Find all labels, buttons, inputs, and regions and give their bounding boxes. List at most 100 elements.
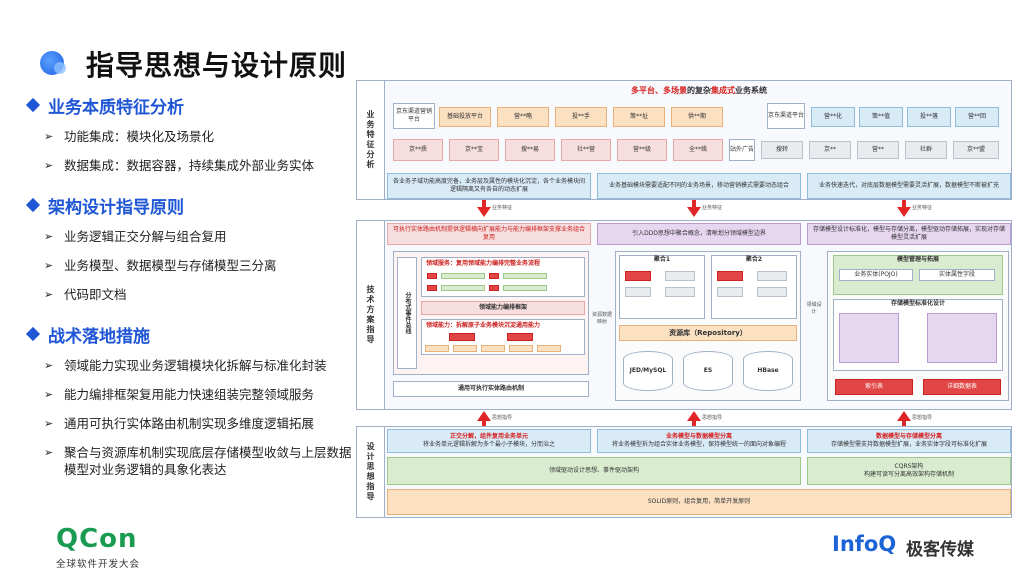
- band-business-analysis: 业务特征分析 多平台、多场景的复杂集成式业务系统 京东渠道营销平台 基础投放平台…: [356, 80, 1012, 200]
- section-heading-tactics: 战术落地措施: [24, 321, 354, 347]
- platform-label: 京东渠道营销平台: [393, 103, 435, 129]
- flow-node: [503, 285, 547, 291]
- flow-node: [441, 273, 485, 279]
- arrow-up-icon: [687, 411, 701, 421]
- arrow-icon: ➢: [44, 230, 54, 243]
- arrow-icon: ➢: [44, 159, 54, 172]
- side-label: 领域设计: [806, 302, 822, 315]
- platform-label: 京东渠道平台: [767, 103, 805, 129]
- platform-box: 投**手: [555, 107, 607, 127]
- list-item: ➢业务逻辑正交分解与组合复用: [44, 229, 227, 244]
- arrow-icon: ➢: [44, 388, 54, 401]
- capability-node: [425, 345, 449, 352]
- band-label: 设计思想指导: [357, 427, 385, 517]
- arrow-up-icon: [902, 420, 906, 426]
- channel-box: 京**宝: [449, 139, 499, 161]
- channel-box: 京**盟: [953, 141, 999, 159]
- arrow-up-icon: [692, 420, 696, 426]
- flow-node: [427, 285, 437, 291]
- aggregate-node: [757, 287, 787, 297]
- arrow-label: 业务特征: [702, 205, 723, 211]
- aggregate-node: [625, 271, 651, 281]
- store-hbase: HBase: [743, 351, 793, 391]
- platform-box: 营**回: [955, 107, 999, 127]
- event-bus: 分布式事件总线: [397, 257, 417, 369]
- section-heading-architecture: 架构设计指导原则: [24, 192, 354, 218]
- side-label: 资源数据映射: [591, 312, 612, 325]
- platform-box: 营**略: [497, 107, 549, 127]
- repository: 资源库（Repository）: [619, 325, 797, 341]
- arrow-icon: ➢: [44, 417, 54, 430]
- arrow-down-icon: [482, 200, 486, 208]
- list-item: ➢业务模型、数据模型与存储模型三分离: [44, 258, 277, 273]
- architecture-diagram: 业务特征分析 多平台、多场景的复杂集成式业务系统 京东渠道营销平台 基础投放平台…: [356, 80, 1012, 520]
- platform-box: 基础投放平台: [439, 107, 491, 127]
- channel-box: 营**: [857, 141, 899, 159]
- store-es: ES: [683, 351, 733, 391]
- entity-fields: 实体属性字段: [919, 269, 995, 281]
- arrow-up-icon: [477, 411, 491, 421]
- band-label: 技术方案指导: [357, 221, 385, 409]
- list-item: ➢聚合与资源库机制实现底层存储模型收敛与上层数据模型对业务逻辑的具象化表达: [44, 445, 352, 477]
- channel-box: 全**络: [673, 139, 723, 161]
- arrow-label: 思想指导: [912, 415, 933, 421]
- capability-node: [453, 345, 477, 352]
- platform-box: 策**址: [613, 107, 665, 127]
- band-label: 业务特征分析: [357, 81, 385, 199]
- platform-box: 营**化: [811, 107, 855, 127]
- capability-node: [449, 333, 475, 341]
- list-item: ➢代码即文档: [44, 287, 127, 302]
- principle-box: 引入DDD思想中聚合概念，清晰划分领域模型边界: [597, 223, 801, 245]
- channel-box: 京**质: [393, 139, 443, 161]
- arrow-up-icon: [897, 411, 911, 421]
- title-bullet-accent-icon: [54, 62, 66, 74]
- flow-node: [489, 285, 499, 291]
- channel-box: 社群: [905, 141, 947, 159]
- page-title: 指导思想与设计原则: [86, 49, 348, 82]
- qcon-logo: QCon: [56, 524, 138, 554]
- channel-box: 京**: [809, 141, 851, 159]
- arrow-label: 思想指导: [492, 415, 513, 421]
- capability-node: [507, 333, 533, 341]
- foundation-ddd: 领域驱动设计思想、事件驱动架构: [387, 457, 801, 485]
- flow-node: [427, 273, 437, 279]
- channel-label: 站外广告: [729, 139, 755, 161]
- channel-box: 社**营: [561, 139, 611, 161]
- guide-box: 数据模型与存储模型分离存储模型需支持数据模型扩展，业务实体字段可标准化扩展: [807, 429, 1011, 453]
- arrow-up-icon: [482, 420, 486, 426]
- arrow-down-icon: [897, 207, 911, 217]
- platform-box: 策**值: [859, 107, 903, 127]
- list-item: ➢通用可执行实体路由机制实现多维度逻辑拓展: [44, 416, 315, 431]
- arrow-label: 思想指导: [702, 415, 723, 421]
- aggregate-node: [717, 287, 743, 297]
- orchestration-framework: 领域能力编排框架: [421, 301, 585, 315]
- flow-node: [503, 273, 547, 279]
- foundation-cqrs: CQRS架构构建可读写分离高效架构存储机制: [807, 457, 1011, 485]
- capability-node: [509, 345, 533, 352]
- arrow-icon: ➢: [44, 359, 54, 372]
- principles-list: 业务本质特征分析 ➢功能集成：模块化及场景化 ➢数据集成：数据容器，持续集成外部…: [24, 92, 354, 490]
- band1-title: 多平台、多场景的复杂集成式业务系统: [631, 86, 767, 95]
- qcon-subtitle: 全球软件开发大会: [56, 559, 141, 570]
- guide-box: 正交分解，组件复用业务单元将业务单元逻辑拆解为多个最小子模块，分而治之: [387, 429, 591, 453]
- arrow-icon: ➢: [44, 259, 54, 272]
- diamond-icon: [25, 97, 41, 113]
- band-design-guidance: 设计思想指导 正交分解，组件复用业务单元将业务单元逻辑拆解为多个最小子模块，分而…: [356, 426, 1012, 518]
- infoq-brand: 极客传媒: [906, 540, 974, 560]
- flow-node: [489, 273, 499, 279]
- channel-box: 搜转: [761, 141, 803, 159]
- index-table: 索引表: [835, 379, 913, 395]
- analysis-box: 业务基础模块需要适配不同的业务场景，移动营销模式需要动态组合: [597, 173, 801, 199]
- list-item: ➢功能集成：模块化及场景化: [44, 129, 215, 144]
- guide-box: 业务模型与数据模型分离将业务模型拆为组合实体业务模型，保持模型统一的面向对象编程: [597, 429, 801, 453]
- band-technical-guidance: 技术方案指导 可执行实体路由机制提供逻辑横向扩展能力与能力编排框架支撑业务组合复…: [356, 220, 1012, 410]
- entity-pojo: 业务实体(POJO): [839, 269, 913, 281]
- aggregate-node: [665, 271, 695, 281]
- section-heading-business: 业务本质特征分析: [24, 92, 354, 118]
- arrow-label: 业务特征: [912, 205, 933, 211]
- arrow-icon: ➢: [44, 130, 54, 143]
- list-item: ➢能力编排框架复用能力快速组装完整领域服务: [44, 387, 315, 402]
- channel-box: 营**级: [617, 139, 667, 161]
- detail-table: 详细数据表: [923, 379, 1001, 395]
- analysis-box: 各业务子域功能高度完备，业务层及属性的模块化沉淀，各个业务模块间逻辑隔离又有各自…: [387, 173, 591, 199]
